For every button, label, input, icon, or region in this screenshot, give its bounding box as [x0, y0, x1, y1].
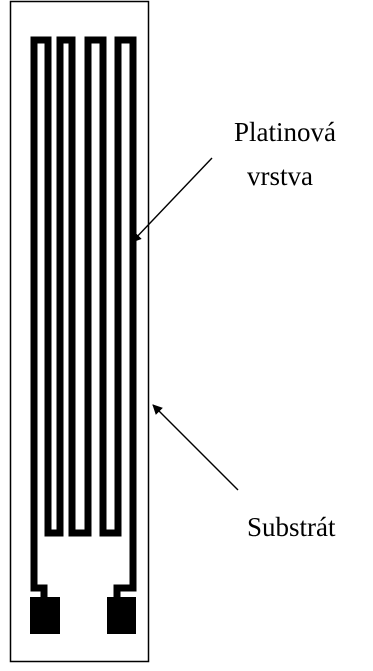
contact-pad-right — [107, 597, 136, 634]
platinum-layer-label-line1: Platinová — [234, 117, 336, 147]
platinum-layer-arrow — [131, 157, 213, 243]
platinum-meander-track — [30, 36, 137, 610]
platinum-layer-label-line2: vrstva — [247, 161, 313, 191]
substrate-arrow — [152, 404, 239, 491]
contact-pad-left — [30, 597, 60, 634]
substrate-label: Substrát — [247, 512, 336, 542]
